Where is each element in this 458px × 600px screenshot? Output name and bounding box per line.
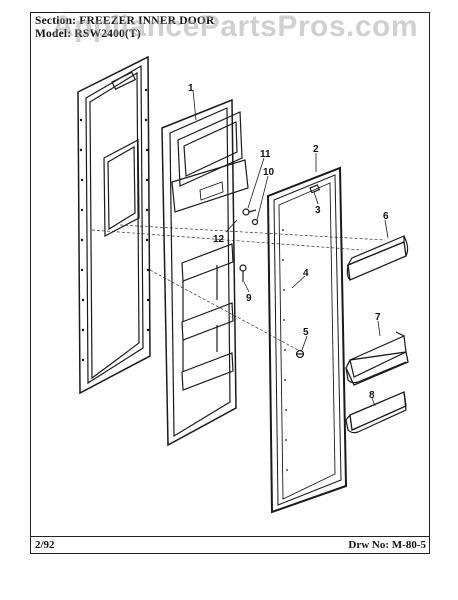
drawing-number: Drw No: M-80-5 [348,539,426,551]
callout-3: 3 [315,205,321,216]
callout-12: 12 [213,234,225,245]
callout-4: 4 [303,268,309,279]
callout-2: 2 [313,144,319,155]
door-bin-part-8 [345,391,407,434]
section-title: Section: FREEZER INNER DOOR [35,15,215,27]
door-panel-outer [77,55,151,395]
drawing-border [30,12,430,554]
callout-6: 6 [383,211,389,222]
callout-9: 9 [246,293,252,304]
panel-rivets [79,88,150,362]
leader-lines [192,89,389,407]
callout-labels: 1 2 3 4 5 6 7 8 9 10 11 12 [188,83,389,401]
fastener-part-10 [251,218,259,226]
site-watermark: AppliancePartsPros.com [51,10,419,43]
callout-5: 5 [303,327,309,338]
footer-divider [30,536,430,537]
door-bin-part-7 [345,331,409,386]
fastener-part-9 [239,264,247,282]
footer-date: 2/92 [35,539,55,551]
callout-10: 10 [263,167,275,178]
clip-part-3 [309,184,321,194]
callout-7: 7 [375,312,381,323]
fastener-part-11 [242,208,257,216]
inner-door-liner-part-1 [161,98,249,447]
callout-11: 11 [260,149,271,160]
callout-8: 8 [369,390,375,401]
callout-1: 1 [188,83,194,94]
model-number: Model: RSW2400(T) [35,28,141,40]
door-gasket-part-2 [266,166,348,514]
screw-part-5 [295,349,305,359]
gasket-stitching [282,229,288,471]
shelf-bin-part-6 [346,235,409,281]
